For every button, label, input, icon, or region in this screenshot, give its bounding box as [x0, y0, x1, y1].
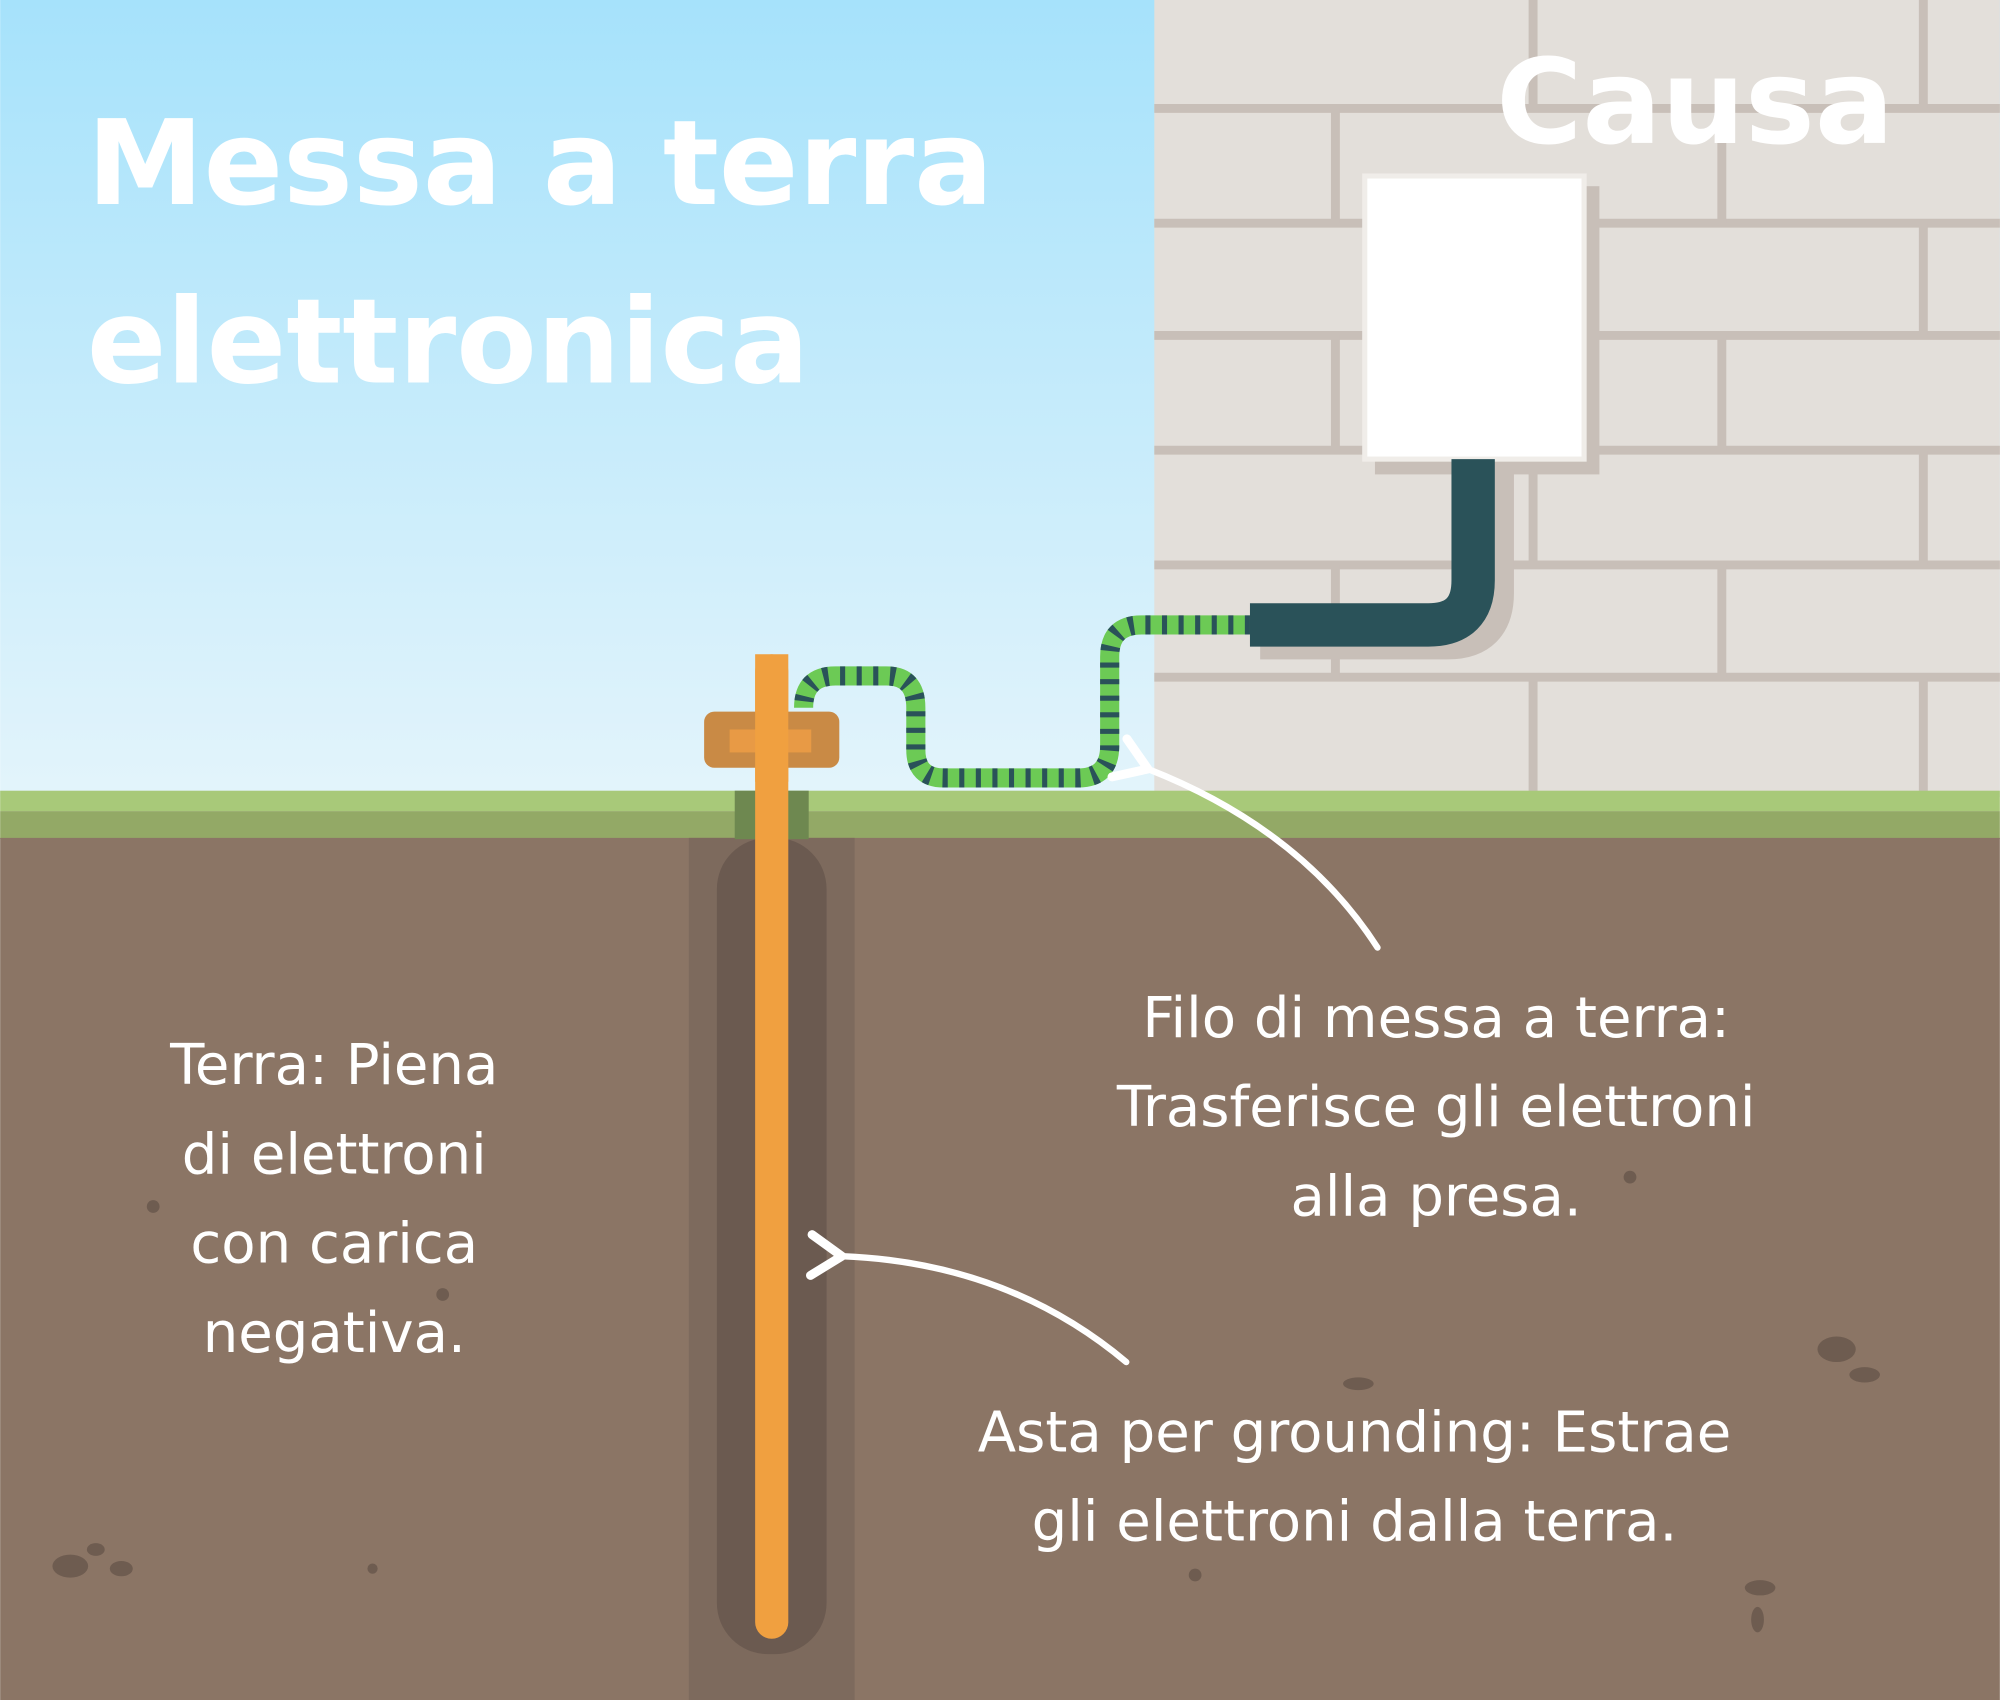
wire-label-line: Trasferisce gli elettroni: [1116, 1075, 1756, 1140]
cable: [1249, 459, 1495, 647]
earth-label-line: di elettroni: [182, 1122, 487, 1187]
arrow-to-rod: [806, 1230, 1130, 1366]
earth-label-line: negativa.: [203, 1301, 466, 1366]
ground: [0, 790, 2000, 1700]
earth-label: Terra: Piena di elettroni con carica neg…: [169, 1033, 498, 1366]
wire-label-line: alla presa.: [1291, 1164, 1582, 1229]
earth-label-line: con carica: [190, 1212, 478, 1277]
title-line-2: elettronica: [87, 274, 809, 411]
rod-label-line: gli elettroni dalla terra.: [1032, 1490, 1678, 1555]
arrow-to-wire: [1107, 734, 1381, 951]
electrical-box: [1362, 173, 1600, 475]
ground-wire: [794, 615, 1250, 788]
grounding-rod: [704, 654, 840, 1639]
wire-label-line: Filo di messa a terra:: [1142, 986, 1730, 1051]
wire-label: Filo di messa a terra: Trasferisce gli e…: [1116, 986, 1756, 1230]
title-line-1: Messa a terra: [87, 95, 993, 232]
corner-label: Causa: [1496, 34, 1894, 171]
rod-label-line: Asta per grounding: Estrae: [978, 1400, 1732, 1465]
earth-label-line: Terra: Piena: [169, 1033, 498, 1098]
rod-label: Asta per grounding: Estrae gli elettroni…: [978, 1400, 1732, 1554]
